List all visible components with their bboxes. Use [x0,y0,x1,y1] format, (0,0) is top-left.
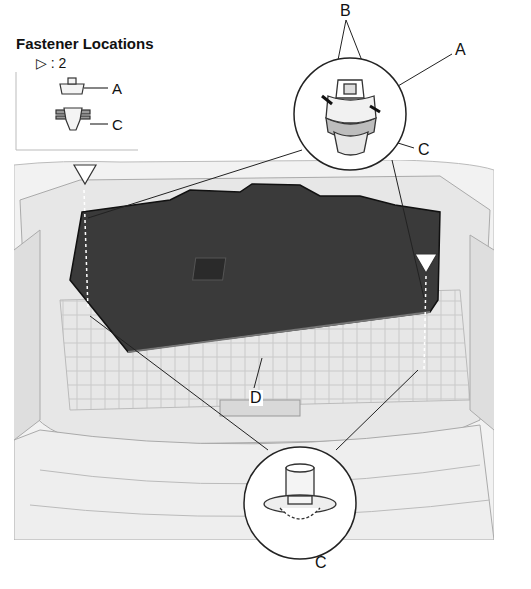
fastener-count: ▷ : 2 [36,56,66,70]
inset-heading: Fastener Locations [16,36,154,51]
callout-letter: A [455,42,466,58]
callout-letter: C [112,117,123,132]
callout-letter: A [112,81,122,96]
callout-letter: D [249,390,263,406]
callout-letter: C [418,142,430,158]
callout-letter: C [315,555,327,571]
callout-letter: B [340,3,351,19]
